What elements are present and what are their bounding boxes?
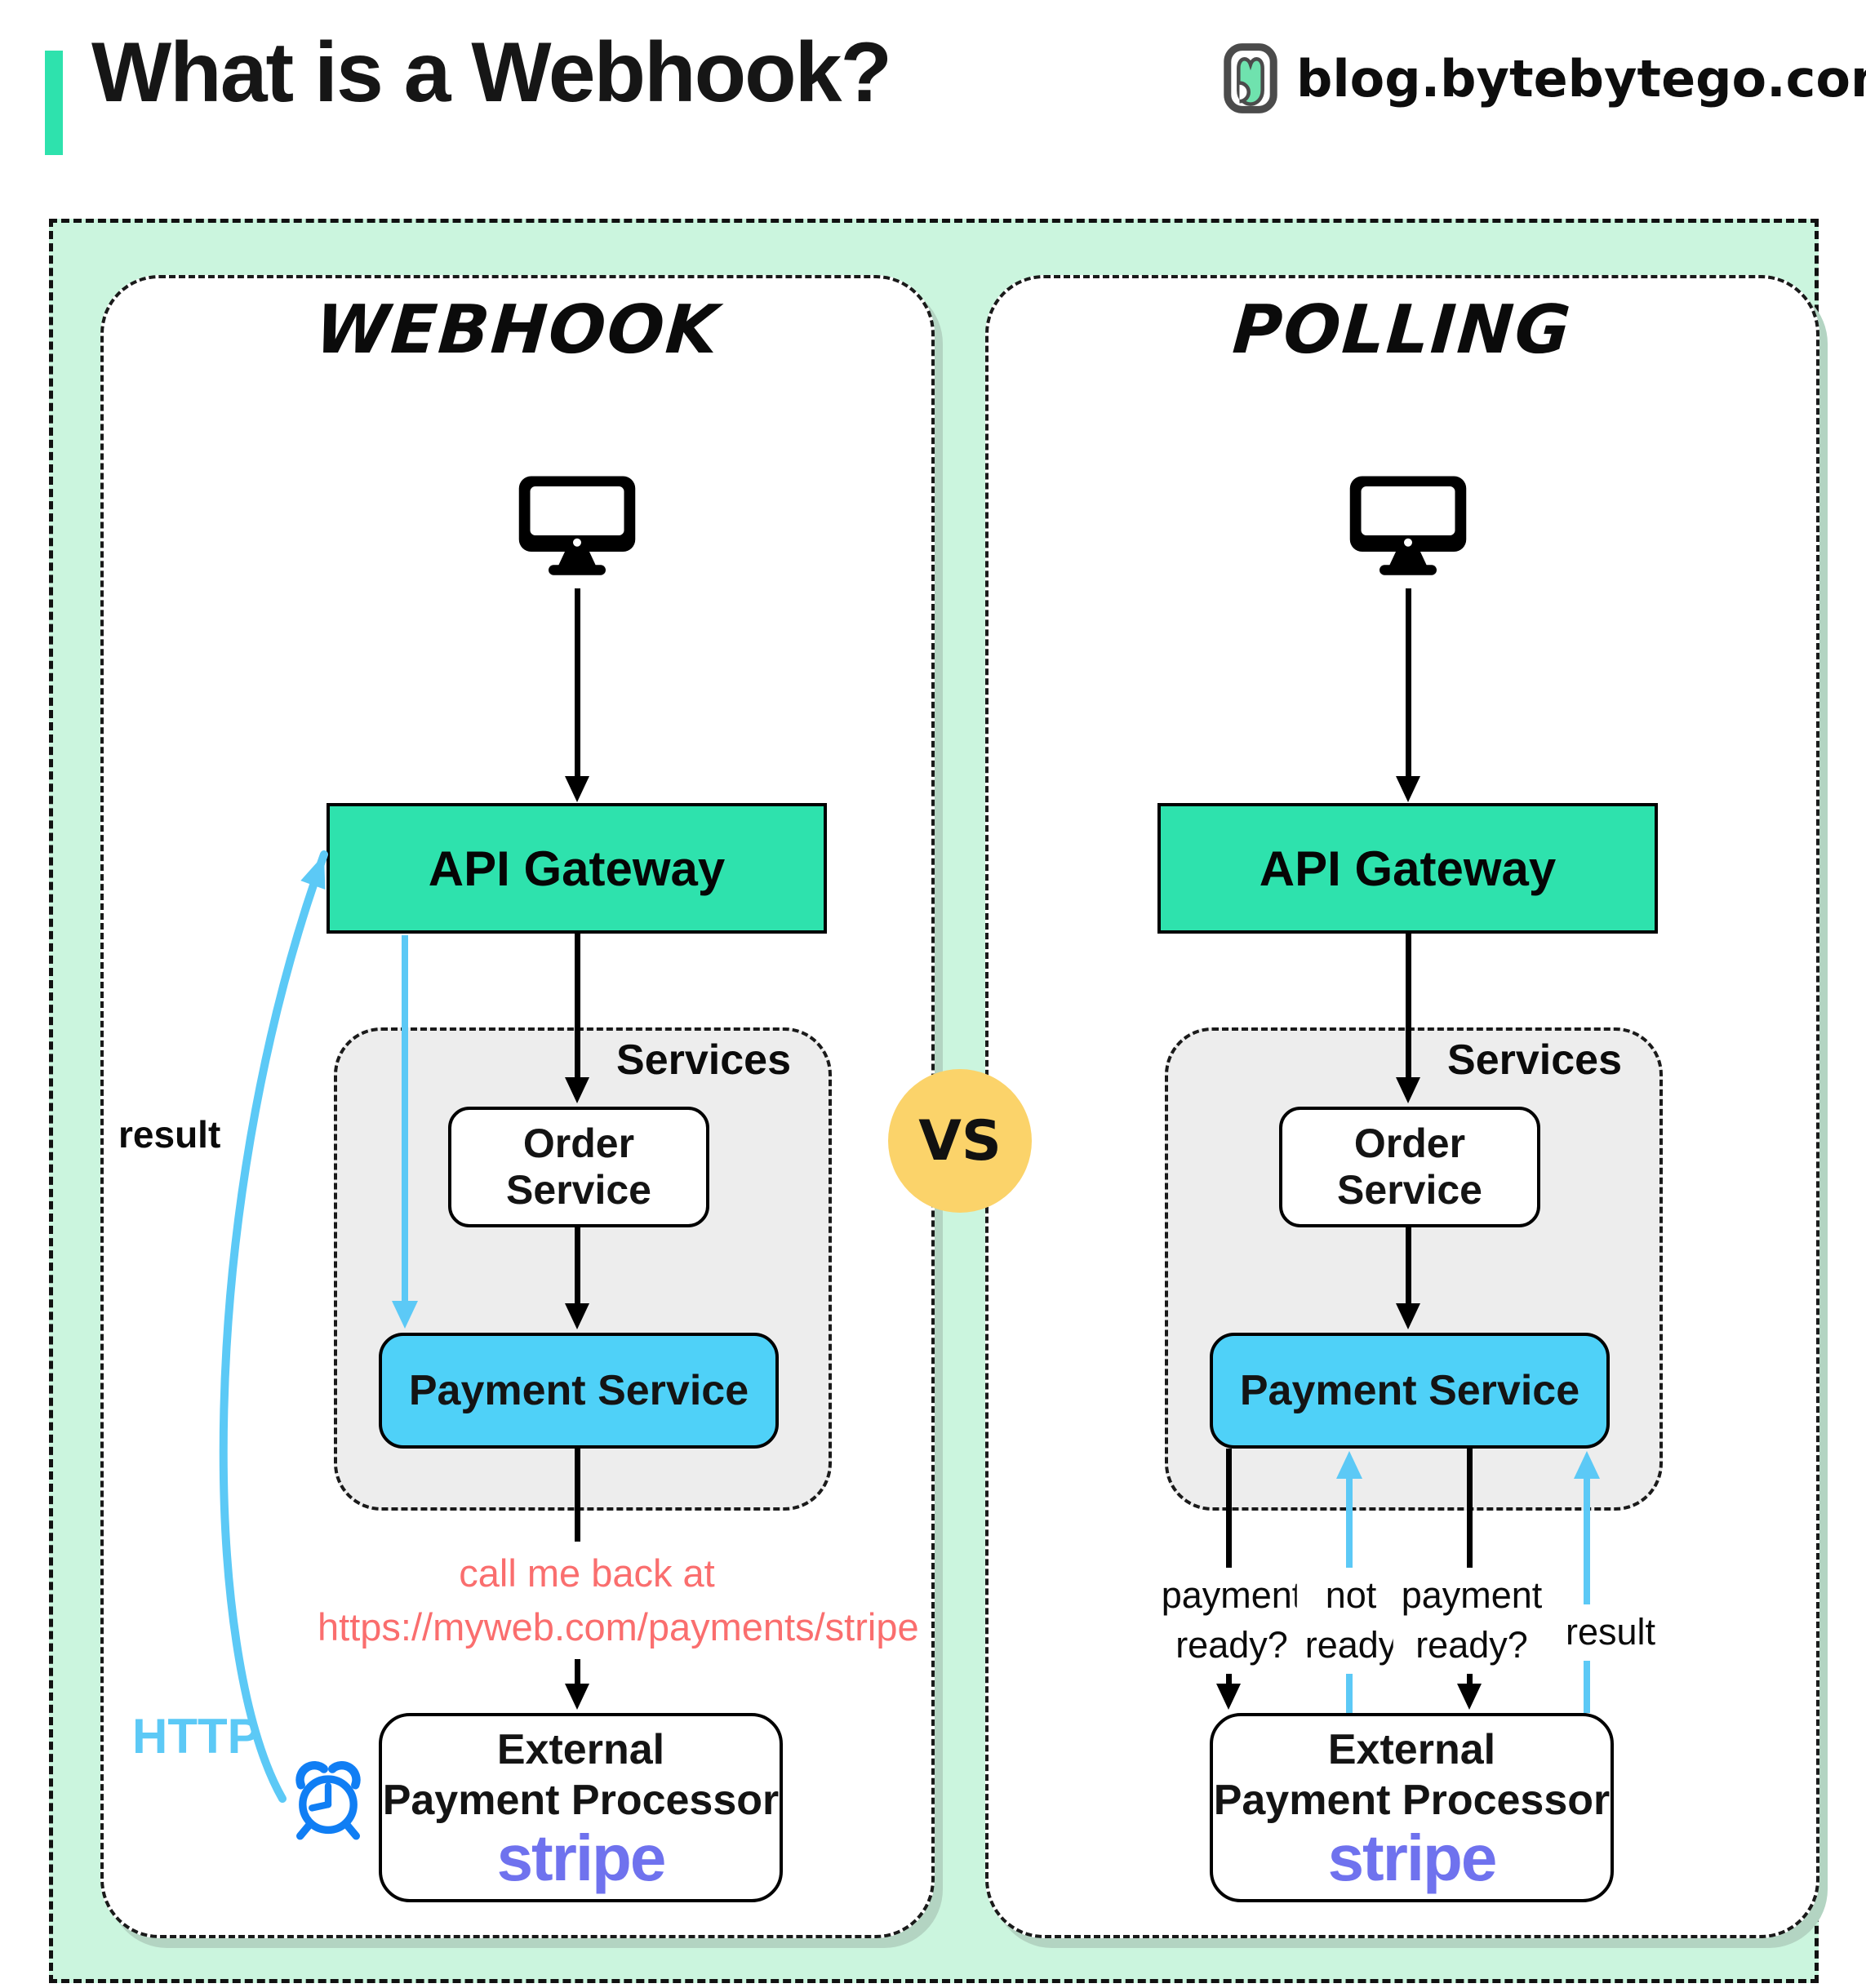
computer-monitor-icon <box>518 476 636 575</box>
api-gateway-label: API Gateway <box>428 841 726 896</box>
polling-panel-title: Polling <box>1230 291 1575 369</box>
title-accent-bar <box>45 51 63 155</box>
payment-service-box: Payment Service <box>1210 1333 1610 1449</box>
webhook-panel-title: Webhook <box>313 291 722 369</box>
api-gateway-label: API Gateway <box>1259 841 1557 896</box>
external-label-line2: Payment Processor <box>1213 1777 1611 1824</box>
vs-badge: VS <box>888 1069 1032 1213</box>
services-label: Services <box>1447 1036 1622 1084</box>
order-service-box: Order Service <box>448 1107 709 1227</box>
polling-panel: Polling API Gateway Services Ord <box>985 275 1819 1938</box>
api-gateway-box: API Gateway <box>327 803 827 934</box>
poll-label-not-ready: not ready <box>1296 1568 1406 1674</box>
result-label: result <box>118 1113 221 1156</box>
stripe-logo: stripe <box>1327 1822 1498 1895</box>
arrow-client-to-gateway <box>575 588 580 778</box>
arrow-poll-request-2 <box>1467 1449 1473 1685</box>
api-gateway-box: API Gateway <box>1157 803 1658 934</box>
arrow-poll-response-2 <box>1584 1477 1590 1713</box>
order-service-label-line1: Order <box>522 1120 635 1166</box>
arrowhead-down-icon <box>1396 1303 1420 1329</box>
arrowhead-up-blue-icon <box>1574 1451 1600 1479</box>
bytebytego-logo-icon <box>1224 43 1277 113</box>
external-label-line1: External <box>1327 1725 1496 1773</box>
payment-service-label: Payment Service <box>1239 1367 1580 1414</box>
order-service-label-line1: Order <box>1353 1120 1466 1166</box>
arrowhead-down-icon <box>565 1684 589 1710</box>
page-title: What is a Webhook? <box>91 25 892 120</box>
diagram-container: Webhook API Gateway Services <box>49 219 1819 1983</box>
computer-monitor-icon <box>1349 476 1467 575</box>
external-label-line1: External <box>496 1725 665 1773</box>
order-service-label-line2: Service <box>1337 1167 1482 1213</box>
alarm-clock-icon <box>295 1761 361 1840</box>
arrow-gateway-to-order <box>575 934 580 1079</box>
arrowhead-down-icon <box>1396 1077 1420 1103</box>
external-label-line2: Payment Processor <box>382 1777 780 1824</box>
poll-label-payment-ready-1: payment ready? <box>1153 1568 1311 1674</box>
arrowhead-up-blue-icon <box>1336 1451 1362 1479</box>
brand: blog.bytebytego.com <box>1223 42 1866 114</box>
arrowhead-down-blue-icon <box>392 1301 418 1329</box>
arrowhead-down-icon <box>565 1077 589 1103</box>
arrowhead-down-icon <box>1396 776 1420 802</box>
webhook-panel: Webhook API Gateway Services <box>100 275 935 1938</box>
callback-annotation: call me back at https://myweb.com/paymen… <box>318 1542 919 1659</box>
order-service-box: Order Service <box>1279 1107 1540 1227</box>
arrowhead-down-icon <box>565 1303 589 1329</box>
site-url: blog.bytebytego.com <box>1296 48 1866 109</box>
stripe-logo: stripe <box>496 1822 667 1895</box>
services-label: Services <box>616 1036 791 1084</box>
arrowhead-down-icon <box>1216 1684 1241 1710</box>
external-payment-processor-box: External Payment Processor stripe <box>1210 1713 1614 1902</box>
arrow-client-to-gateway <box>1406 588 1411 778</box>
poll-label-payment-ready-2: payment ready? <box>1393 1568 1551 1674</box>
poll-label-result: result <box>1557 1604 1664 1661</box>
payment-service-box: Payment Service <box>379 1333 779 1449</box>
order-service-label-line2: Service <box>506 1167 651 1213</box>
arrow-poll-request-1 <box>1226 1449 1232 1685</box>
arrow-order-to-payment <box>1406 1227 1411 1305</box>
external-payment-processor-box: External Payment Processor stripe <box>379 1713 783 1902</box>
arrowhead-down-icon <box>565 776 589 802</box>
arrow-order-to-payment <box>575 1227 580 1305</box>
callback-url: https://myweb.com/payments/stripe <box>318 1604 919 1649</box>
callback-line1: call me back at <box>459 1551 715 1595</box>
http-label: HTTP <box>132 1709 260 1764</box>
arrow-gateway-to-order <box>1406 934 1411 1079</box>
arrowhead-down-icon <box>1457 1684 1482 1710</box>
payment-service-label: Payment Service <box>408 1367 749 1414</box>
arrow-gateway-to-payment-blue <box>402 935 408 1302</box>
